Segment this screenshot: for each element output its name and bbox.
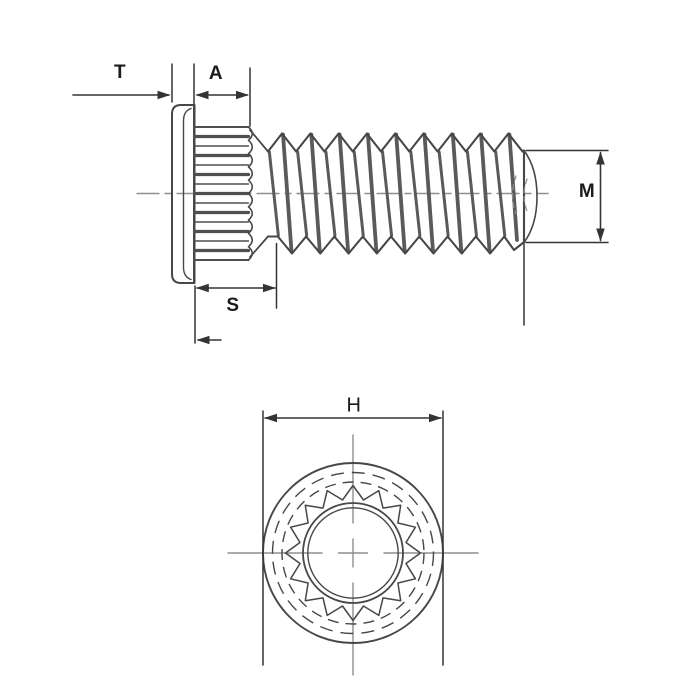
side-view [72,63,609,345]
dimension-t [72,63,222,345]
dimension-a [195,67,251,127]
thread-runout-cone [249,129,269,258]
dimension-label-a: A [208,63,224,84]
dimension-h [262,410,444,666]
dimension-label-h: H [346,394,362,417]
dimension-s [194,242,278,344]
spline-star [284,484,422,622]
bottom-centerlines [227,434,479,676]
thread-minor-circle [307,507,399,599]
thread-major-circle [302,502,404,604]
threaded-shank [266,132,525,255]
dimension-label-s: S [226,295,240,316]
dimension-label-t: T [113,62,127,83]
bottom-view [227,410,479,676]
dimension-m [523,149,609,326]
dimension-label-m: M [578,181,596,202]
chamfered-tip [511,149,538,244]
hidden-circle-outer [271,471,435,635]
hidden-circle-inner [281,481,425,625]
knurled-shoulder [192,126,254,261]
